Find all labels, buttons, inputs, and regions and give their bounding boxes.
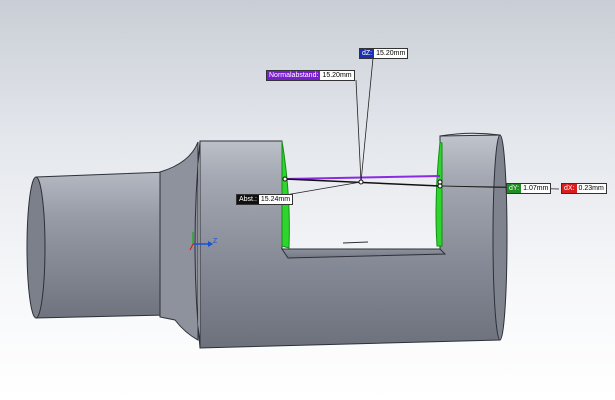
dx-tag[interactable]: dX: 0.23mm <box>561 183 607 194</box>
normal-distance-tag[interactable]: Normalabstand: 15.20mm <box>266 70 355 81</box>
dx-label: dX: <box>562 184 577 193</box>
reference-triad-icon <box>189 232 213 251</box>
dz-value: 15.20mm <box>374 49 408 58</box>
dz-label: dZ: <box>360 49 375 58</box>
selected-face-right[interactable] <box>435 141 443 247</box>
normal-distance-label: Normalabstand: <box>267 71 321 80</box>
triad-z-label: Z <box>213 238 218 245</box>
dy-tag[interactable]: dY: 1.07mm <box>506 183 552 194</box>
dy-label: dY: <box>507 184 522 193</box>
measurement-lines <box>267 57 560 199</box>
main-body[interactable] <box>194 132 508 349</box>
distance-tag[interactable]: Abst.: 15.24mm <box>236 194 294 205</box>
distance-value: 15.24mm <box>258 195 293 204</box>
shoulder-fillet[interactable] <box>159 141 199 341</box>
dx-value: 0.23mm <box>576 184 606 193</box>
dz-tag[interactable]: dZ: 15.20mm <box>359 48 409 59</box>
small-shaft[interactable] <box>26 171 169 319</box>
normal-distance-value: 15.20mm <box>320 71 354 80</box>
distance-label: Abst.: <box>237 195 259 204</box>
dy-value: 1.07mm <box>521 184 551 193</box>
